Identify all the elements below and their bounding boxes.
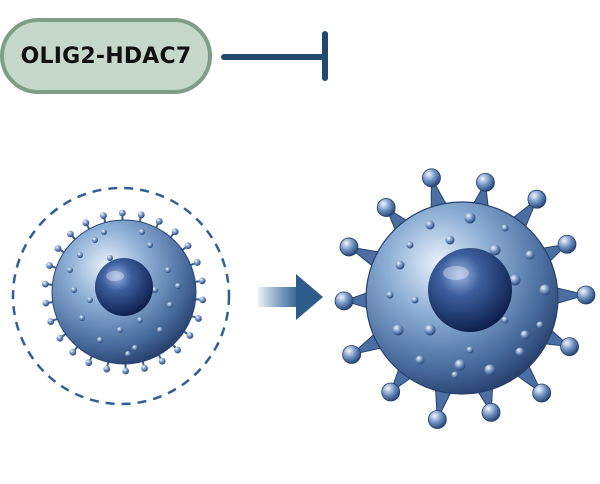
olig2-hdac7-label: OLIG2-HDAC7 xyxy=(0,18,212,94)
right-arrow-icon xyxy=(258,274,323,320)
resting-cell-illustration xyxy=(41,209,207,375)
activated-cell-illustration xyxy=(334,168,596,429)
inhibition-icon xyxy=(221,31,328,81)
dashed-boundary-circle xyxy=(11,186,231,406)
